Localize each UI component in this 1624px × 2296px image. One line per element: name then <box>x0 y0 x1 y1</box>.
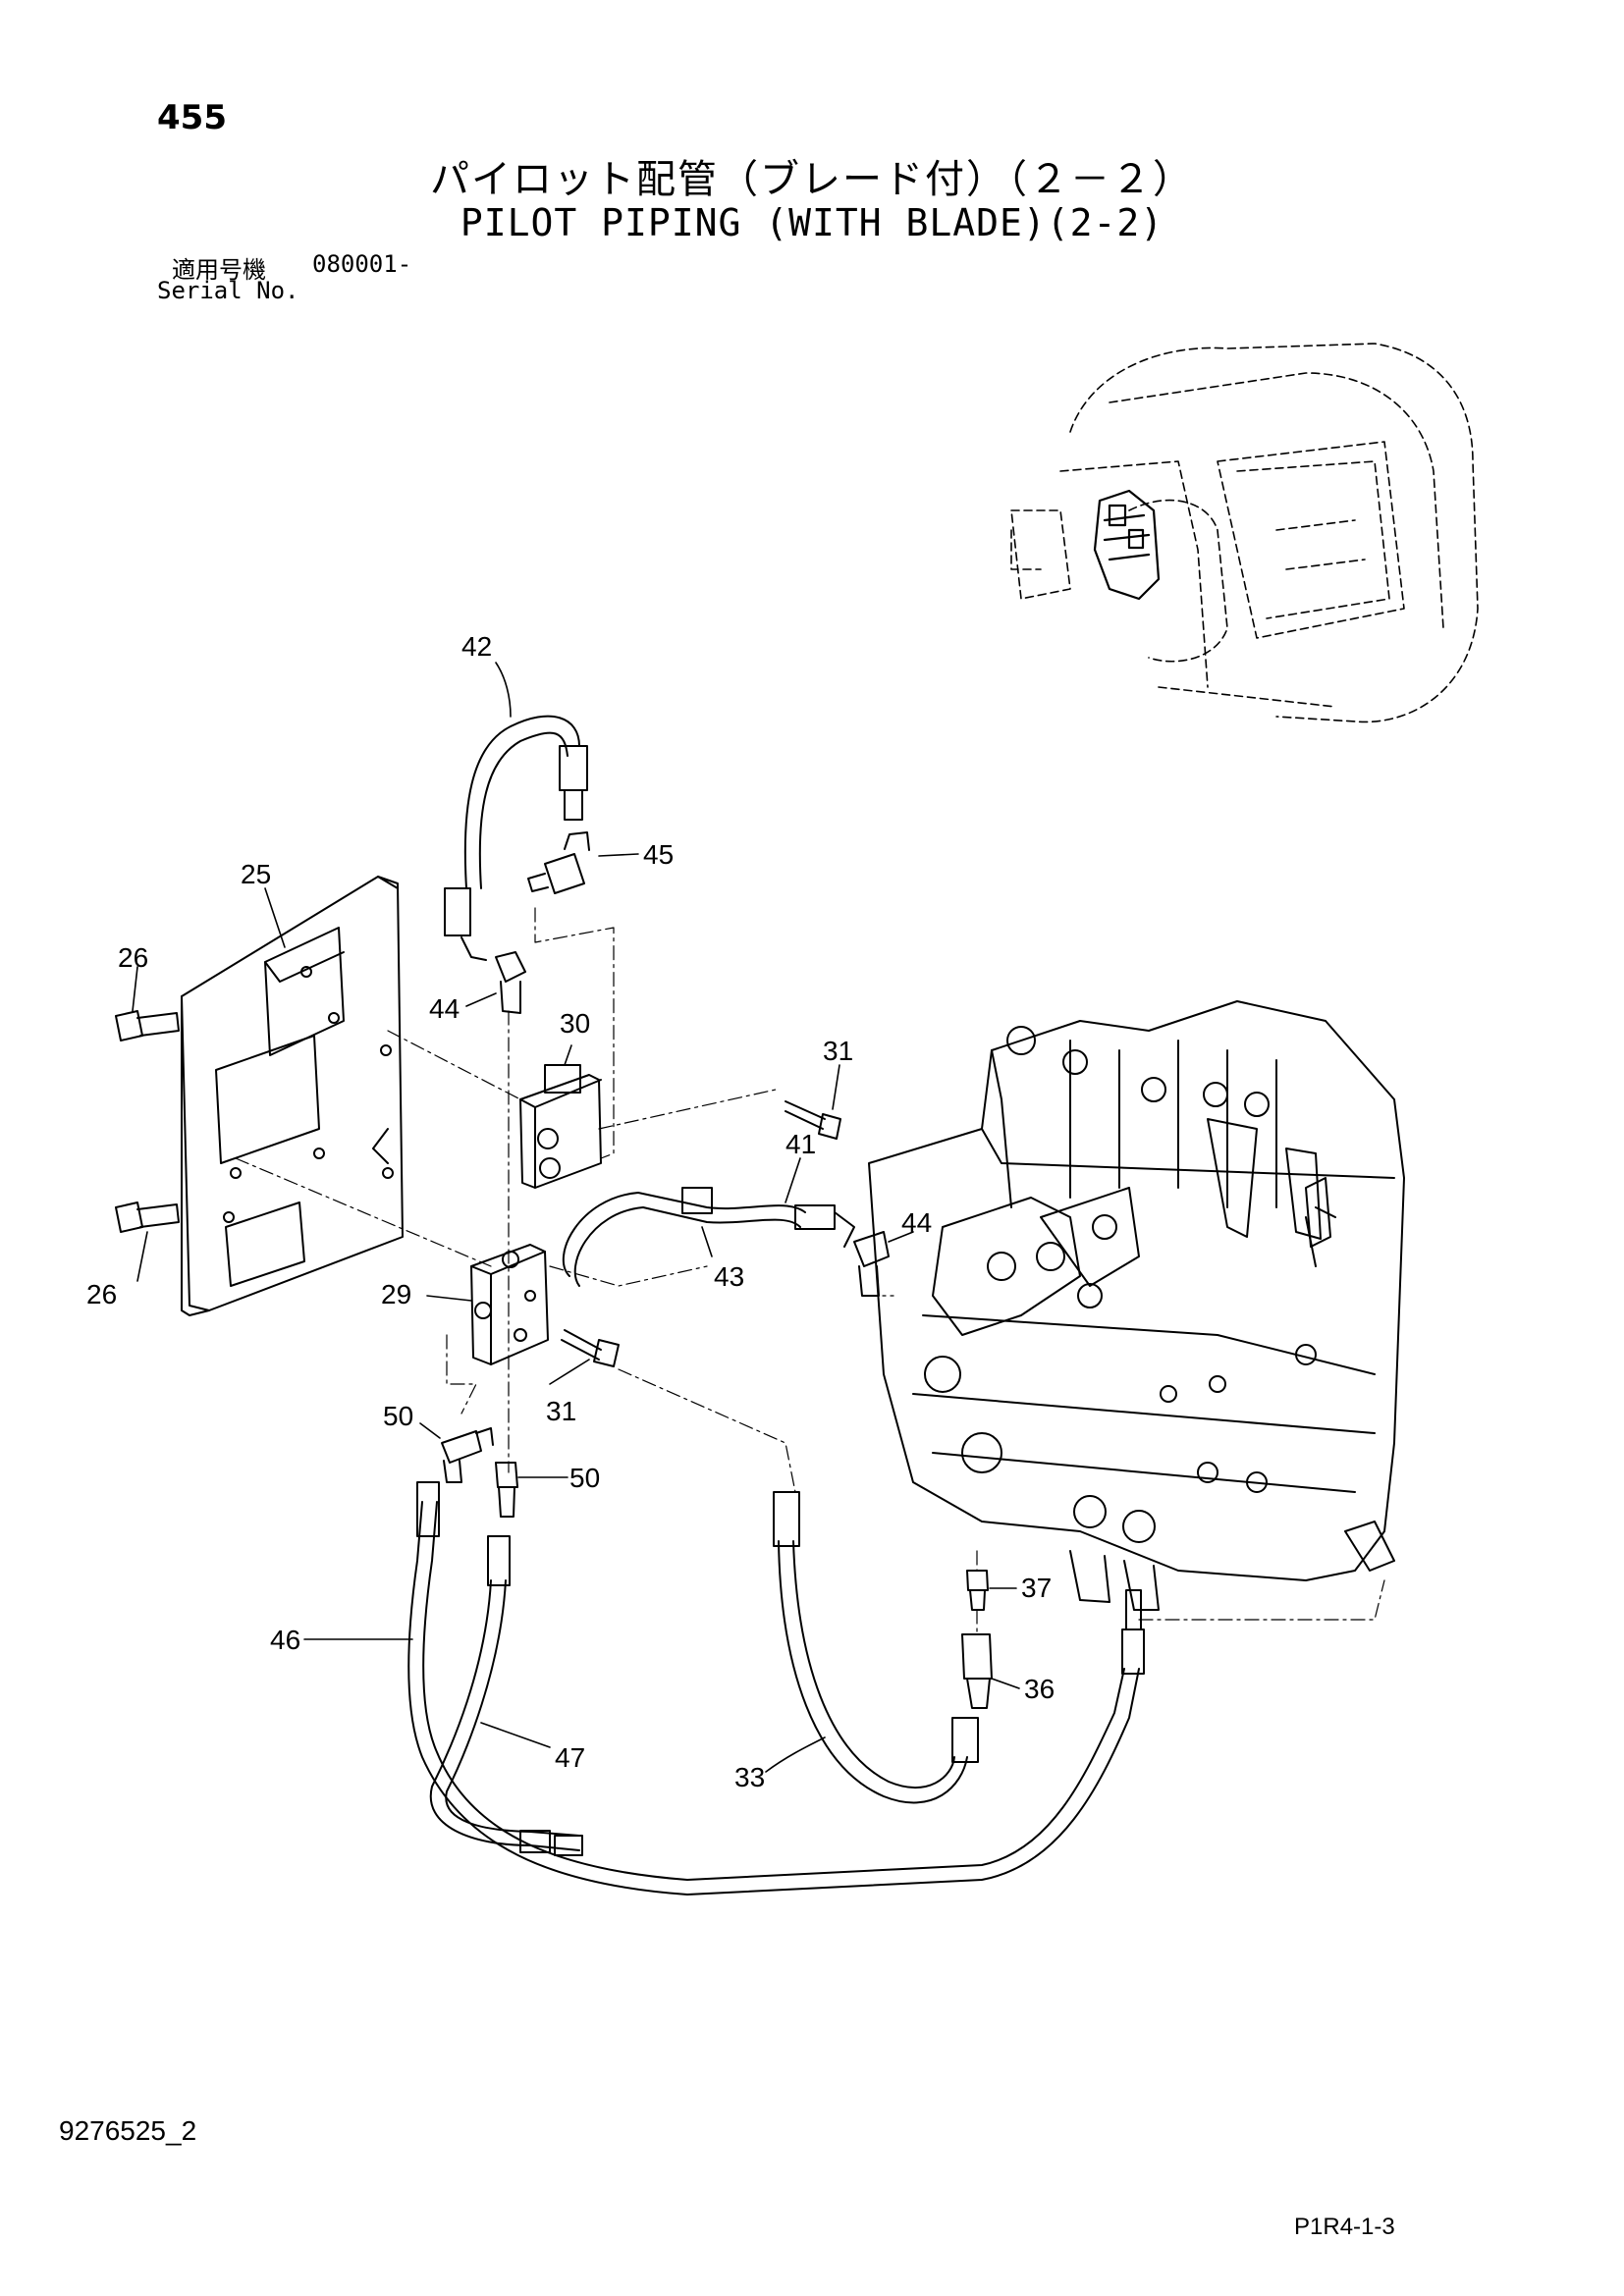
page-number: 455 <box>157 98 227 137</box>
callout-45: 45 <box>643 839 674 870</box>
control-valve-assembly <box>868 1000 1405 1611</box>
callout-31-lower: 31 <box>546 1396 576 1426</box>
callout-26-lower: 26 <box>86 1279 117 1309</box>
bolt-31-upper <box>785 1100 841 1140</box>
document-id: 9276525_2 <box>59 2115 197 2146</box>
page-title-en: PILOT PIPING (WITH BLADE)(2-2) <box>460 201 1164 244</box>
callout-46: 46 <box>270 1625 300 1655</box>
valve-block-29 <box>470 1244 549 1365</box>
hose-46 <box>407 1481 1145 1896</box>
elbow-fitting-45 <box>527 831 590 894</box>
serial-label-jp: 適用号機 <box>172 256 266 284</box>
callout-50-right: 50 <box>569 1463 600 1493</box>
straight-fitting-50-right <box>495 1462 518 1518</box>
fitting-37 <box>966 1570 989 1611</box>
callout-leader-lines <box>132 662 1020 1773</box>
callout-29: 29 <box>381 1279 411 1309</box>
serial-label-en: Serial No. <box>157 277 299 304</box>
page-title-jp: パイロット配管（ブレード付）（２－２） <box>430 157 1194 202</box>
callout-37: 37 <box>1021 1573 1052 1603</box>
valve-block-30 <box>519 1064 602 1189</box>
callout-25: 25 <box>241 859 271 889</box>
callout-26-upper: 26 <box>118 942 148 973</box>
bolt-31-lower <box>561 1329 620 1367</box>
bolt-upper <box>115 1010 180 1041</box>
callout-47: 47 <box>555 1742 585 1773</box>
callout-41: 41 <box>785 1129 816 1159</box>
callout-30: 30 <box>560 1008 590 1039</box>
highlighted-valve-area <box>1093 489 1161 601</box>
hose-42 <box>444 715 588 961</box>
page-code: P1R4-1-3 <box>1294 2214 1395 2240</box>
assembly-guide-lines <box>235 907 1385 1635</box>
elbow-fitting-44-upper <box>495 951 526 1014</box>
hose-33 <box>773 1491 979 1804</box>
callout-33: 33 <box>734 1762 765 1792</box>
elbow-fitting-50-left <box>441 1427 494 1483</box>
fitting-36 <box>961 1633 993 1709</box>
callout-44-lower: 44 <box>901 1207 932 1238</box>
hose-41 <box>562 1187 855 1287</box>
callout-36: 36 <box>1024 1674 1055 1704</box>
bolt-lower <box>115 1201 180 1233</box>
callout-44-upper: 44 <box>429 993 460 1024</box>
hose-47 <box>429 1535 583 1856</box>
bracket-plate <box>181 876 404 1316</box>
callout-42: 42 <box>461 631 492 662</box>
callout-31-upper: 31 <box>823 1036 853 1066</box>
callout-43: 43 <box>714 1261 744 1292</box>
callout-50-left: 50 <box>383 1401 413 1431</box>
elbow-fitting-44-lower <box>853 1231 890 1297</box>
serial-value: 080001- <box>312 250 412 278</box>
machine-overview-illustration <box>1010 343 1479 723</box>
